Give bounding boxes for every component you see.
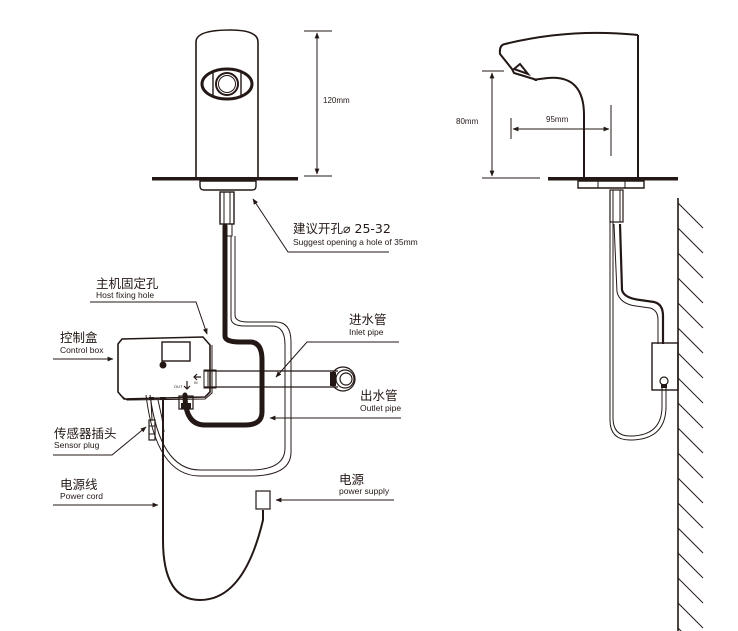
wall-hatch-line xyxy=(677,502,704,529)
height-dimension-80: 80mm xyxy=(456,70,540,179)
label-sensor-plug: 传感器插头 Sensor plug xyxy=(54,426,117,450)
label-sensor-plug-en: Sensor plug xyxy=(54,440,100,450)
in-marking: IN xyxy=(194,381,198,385)
wall xyxy=(677,198,704,631)
wall-hatch-line xyxy=(677,227,704,254)
front-faucet xyxy=(195,29,259,178)
side-faucet xyxy=(498,31,639,178)
out-marking: OUT xyxy=(174,384,183,389)
label-power-cord: 电源线 Power cord xyxy=(60,477,103,501)
side-shank xyxy=(609,189,624,223)
wall-hatch-line xyxy=(677,577,704,604)
in-arrow-icon xyxy=(193,373,201,381)
dimension-80mm-label: 80mm xyxy=(456,117,479,126)
wall-hatch-line xyxy=(677,327,704,354)
power-supply-adapter xyxy=(255,490,271,510)
side-outlet-hose xyxy=(618,223,665,344)
label-opening-cn: 建议开孔⌀ 25-32 xyxy=(293,221,391,236)
front-shank xyxy=(219,191,235,237)
side-countertop xyxy=(548,177,678,181)
dimension-120mm-label: 120mm xyxy=(323,96,350,105)
wall-hatch-line xyxy=(677,527,704,554)
control-box-display xyxy=(161,341,191,362)
label-outlet-pipe-cn: 出水管 xyxy=(360,388,398,403)
label-opening: 建议开孔⌀ 25-32 Suggest opening a hole of 35… xyxy=(293,221,418,247)
label-power-supply-en: power supply xyxy=(339,486,390,496)
label-opening-en: Suggest opening a hole of 35mm xyxy=(293,237,418,247)
front-base-nut xyxy=(199,180,257,191)
label-outlet-pipe: 出水管 Outlet pipe xyxy=(360,388,401,413)
side-base-nut xyxy=(577,180,645,189)
label-outlet-pipe-en: Outlet pipe xyxy=(360,403,401,413)
label-host-fixing-hole-cn: 主机固定孔 xyxy=(96,276,159,291)
label-inlet-pipe: 进水管 Inlet pipe xyxy=(349,312,387,337)
outlet-hose xyxy=(182,223,265,428)
label-sensor-plug-cn: 传感器插头 xyxy=(54,426,117,441)
reach-dimension-95: 95mm xyxy=(510,105,612,156)
host-fixing-hole-leader xyxy=(90,301,208,335)
wall-hatch-line xyxy=(677,452,704,479)
wall-hatch-line xyxy=(677,202,704,229)
dimension-95mm-label: 95mm xyxy=(546,115,569,124)
wall-hatch-line xyxy=(677,477,704,504)
wall-hatch-line xyxy=(677,252,704,279)
wall-valve xyxy=(330,366,356,392)
sensor-window-icon xyxy=(200,67,254,101)
label-power-supply-cn: 电源 xyxy=(339,472,365,487)
wall-hatch-line xyxy=(677,402,704,429)
height-dimension-120: 120mm xyxy=(304,30,350,177)
wall-hatch-line xyxy=(677,352,704,379)
front-countertop xyxy=(152,177,298,181)
wall-hatch-line xyxy=(677,427,704,454)
out-arrow-icon xyxy=(183,381,191,390)
opening-leader xyxy=(252,198,389,253)
label-power-cord-en: Power cord xyxy=(60,491,103,501)
side-inlet-hose xyxy=(613,223,659,344)
wall-hatch-line xyxy=(677,602,704,629)
label-control-box: 控制盒 Control box xyxy=(60,330,104,355)
label-host-fixing-hole-en: Host fixing hole xyxy=(96,290,154,300)
power-cord xyxy=(162,400,264,602)
side-control-box xyxy=(651,342,679,391)
inlet-pipe-leader xyxy=(275,341,399,378)
sensor-plug xyxy=(148,399,165,441)
sensor-plug-leader xyxy=(53,426,147,456)
wall-hatch-line xyxy=(677,277,704,304)
label-power-supply: 电源 power supply xyxy=(339,472,390,496)
wall-hatch-line xyxy=(677,302,704,329)
label-power-cord-cn: 电源线 xyxy=(60,477,98,492)
wall-hatch-line xyxy=(677,377,704,404)
inlet-hose xyxy=(149,236,286,471)
label-inlet-pipe-cn: 进水管 xyxy=(349,312,387,327)
label-control-box-en: Control box xyxy=(60,345,104,355)
label-control-box-cn: 控制盒 xyxy=(60,330,98,345)
inlet-connector-pipe xyxy=(203,369,338,389)
label-inlet-pipe-en: Inlet pipe xyxy=(349,327,384,337)
control-box-indicator xyxy=(159,361,167,369)
wall-hatch-line xyxy=(677,552,704,579)
label-host-fixing-hole: 主机固定孔 Host fixing hole xyxy=(96,276,159,300)
control-box: OUT IN xyxy=(117,336,213,410)
